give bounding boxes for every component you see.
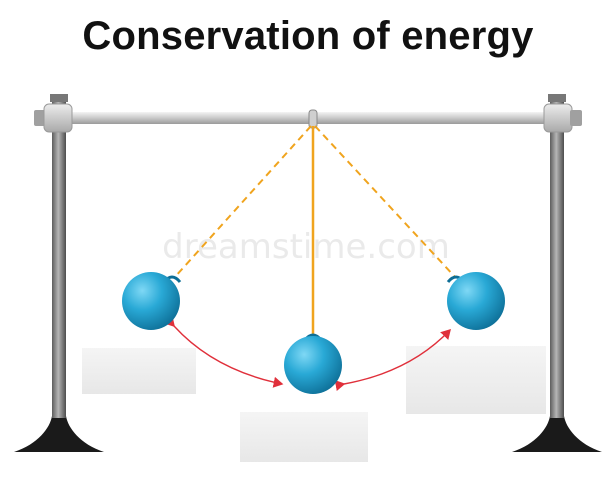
right-label-box xyxy=(406,346,546,414)
left-stand-base xyxy=(14,416,104,452)
left-bob xyxy=(122,272,182,330)
page-title: Conservation of energy xyxy=(82,14,534,58)
right-dashed-string xyxy=(314,125,457,279)
right-bob xyxy=(446,272,505,330)
left-label-box xyxy=(82,348,196,394)
center-label-box xyxy=(240,412,368,462)
top-rail xyxy=(56,112,560,124)
pivot-clip xyxy=(308,109,318,129)
watermark-text: dreamstime.com xyxy=(162,227,450,267)
left-swing-arrow xyxy=(164,316,284,388)
left-stand-pole xyxy=(52,98,66,418)
center-bob xyxy=(284,333,342,394)
right-swing-arrow xyxy=(334,328,451,392)
left-dashed-string xyxy=(173,125,312,279)
right-stand-base xyxy=(512,416,602,452)
right-stand-pole xyxy=(550,98,564,418)
